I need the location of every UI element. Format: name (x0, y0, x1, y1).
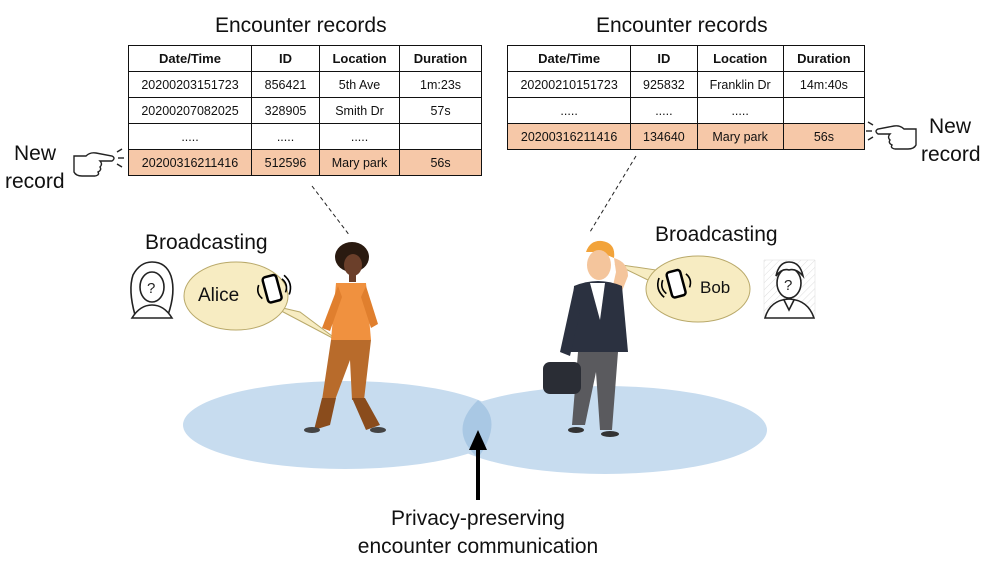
table-cell: Mary park (696, 123, 784, 150)
pointing-hand-icon (73, 148, 124, 177)
column-header-id: ID (251, 45, 320, 72)
bottom-caption-line2: encounter communication (357, 535, 599, 558)
table-cell: 14m:40s (782, 71, 866, 98)
alice-zone (183, 381, 507, 469)
table-cell: 20200316211416 (127, 149, 253, 176)
table-row: 20200203151723 856421 5th Ave 1m:23s (127, 71, 482, 98)
table-cell: ..... (251, 123, 320, 150)
column-header-duration: Duration (782, 45, 866, 72)
table-cell: 134640 (630, 123, 698, 150)
table-row: 20200207082025 328905 Smith Dr 57s (127, 97, 482, 124)
new-record-row: 20200316211416 134640 Mary park 56s (506, 123, 866, 150)
column-header-datetime: Date/Time (506, 45, 632, 72)
svg-text:?: ? (784, 277, 792, 294)
new-record-row: 20200316211416 512596 Mary park 56s (127, 149, 482, 176)
anonymous-man-icon: ? (763, 259, 816, 319)
alice-name: Alice (198, 285, 240, 306)
phone-icon (657, 268, 692, 299)
left-leader-line (311, 185, 351, 237)
right-new-record-label-line2: record (921, 143, 981, 166)
table-cell: ..... (318, 123, 401, 150)
table-cell: 512596 (251, 149, 320, 176)
phone-icon (257, 273, 292, 304)
table-cell: 20200316211416 (506, 123, 632, 150)
left-broadcasting-label: Broadcasting (145, 231, 268, 254)
up-arrow-icon (469, 430, 487, 500)
svg-text:?: ? (147, 280, 155, 297)
column-header-duration: Duration (399, 45, 482, 72)
right-encounter-table: Date/Time ID Location Duration 202002101… (506, 45, 866, 150)
right-leader-line (589, 155, 637, 233)
table-cell: Franklin Dr (696, 71, 784, 98)
table-cell (399, 123, 482, 150)
table-header-row: Date/Time ID Location Duration (127, 45, 482, 72)
table-cell: 56s (399, 149, 482, 176)
right-table-title: Encounter records (596, 14, 768, 37)
table-cell (782, 97, 866, 124)
right-new-record-label-line1: New (929, 115, 972, 138)
anonymous-woman-icon: ? (130, 261, 174, 319)
zone-overlap (462, 400, 492, 458)
table-cell: 856421 (251, 71, 320, 98)
left-new-record-label-line1: New (14, 142, 57, 165)
table-cell: ..... (506, 97, 632, 124)
table-cell: 925832 (630, 71, 698, 98)
alice-figure (304, 242, 386, 433)
table-row: 20200210151723 925832 Franklin Dr 14m:40… (506, 71, 866, 98)
table-header-row: Date/Time ID Location Duration (506, 45, 866, 72)
table-cell: ..... (127, 123, 253, 150)
table-cell: Smith Dr (318, 97, 401, 124)
table-cell: 5th Ave (318, 71, 401, 98)
table-cell: 328905 (251, 97, 320, 124)
column-header-location: Location (696, 45, 784, 72)
column-header-id: ID (630, 45, 698, 72)
table-cell: Mary park (318, 149, 401, 176)
bottom-caption-line1: Privacy-preserving (391, 507, 565, 530)
table-cell: 56s (782, 123, 866, 150)
left-new-record-label-line2: record (5, 170, 65, 193)
table-cell: ..... (696, 97, 784, 124)
table-cell: 1m:23s (399, 71, 482, 98)
table-cell: 57s (399, 97, 482, 124)
table-cell: 20200203151723 (127, 71, 253, 98)
table-cell: 20200210151723 (506, 71, 632, 98)
pointing-hand-icon (866, 121, 917, 150)
column-header-location: Location (318, 45, 401, 72)
table-cell: 20200207082025 (127, 97, 253, 124)
table-cell: ..... (630, 97, 698, 124)
left-encounter-table: Date/Time ID Location Duration 202002031… (127, 45, 482, 176)
left-table-title: Encounter records (215, 14, 387, 37)
bob-figure (543, 240, 628, 437)
column-header-datetime: Date/Time (127, 45, 253, 72)
table-row: ..... ..... ..... (127, 123, 482, 150)
right-broadcasting-label: Broadcasting (655, 223, 778, 246)
table-row: ..... ..... ..... (506, 97, 866, 124)
bob-name: Bob (700, 278, 731, 297)
